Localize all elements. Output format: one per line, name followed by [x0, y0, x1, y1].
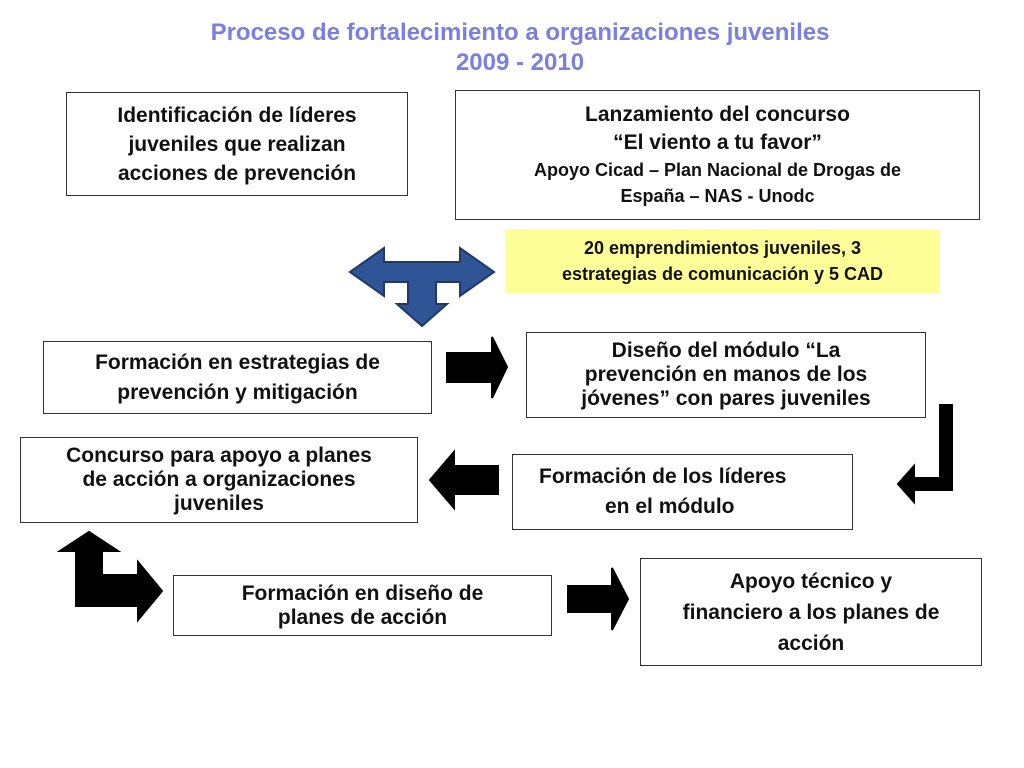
- t-junction-arrow-icon: [348, 246, 496, 328]
- left-arrow-icon: [428, 449, 499, 511]
- box-formacion-estrategias-line-2: prevención y mitigación: [117, 380, 358, 404]
- box-apoyo-tecnico-line-3: acción: [777, 631, 845, 655]
- box-formacion-lideres-line-1: Formación de los líderes: [539, 465, 787, 488]
- box-emprendimientos-line-1: 20 emprendimientos juveniles, 3: [583, 238, 862, 258]
- box-concurso-apoyo: Concurso para apoyo a planes de acción a…: [20, 437, 418, 523]
- box-emprendimientos-line-2: estrategias de comunicación y 5 CAD: [561, 264, 884, 284]
- box-identificacion-line-1: Identificación de líderes: [117, 103, 357, 127]
- curved-return-arrow-icon: [896, 404, 953, 505]
- box-lanzamiento-line-4: España – NAS - Unodc: [620, 186, 815, 206]
- box-diseno-modulo: Diseño del módulo “La prevención en mano…: [526, 332, 926, 418]
- title-line-1: Proceso de fortalecimiento a organizacio…: [210, 19, 830, 46]
- box-concurso-apoyo-line-1: Concurso para apoyo a planes: [66, 444, 372, 467]
- box-concurso-apoyo-line-2: de acción a organizaciones: [82, 468, 356, 491]
- box-diseno-modulo-line-1: Diseño del módulo “La: [611, 339, 841, 362]
- box-apoyo-tecnico: Apoyo técnico y financiero a los planes …: [640, 558, 982, 666]
- box-lanzamiento-concurso: Lanzamiento del concurso “El viento a tu…: [455, 90, 980, 220]
- right-arrow-icon: [446, 336, 509, 399]
- box-formacion-diseno-line-1: Formación en diseño de: [241, 581, 484, 605]
- box-formacion-estrategias-line-1: Formación en estrategias de: [95, 350, 380, 374]
- diagram-title: Proceso de fortalecimiento a organizacio…: [80, 18, 960, 78]
- box-lanzamiento-line-3: Apoyo Cicad – Plan Nacional de Drogas de: [533, 160, 902, 180]
- box-diseno-modulo-line-3: jóvenes” con pares juveniles: [581, 387, 871, 410]
- box-lanzamiento-line-2: “El viento a tu favor”: [613, 131, 822, 154]
- box-formacion-lideres: Formación de los líderes en el módulo: [512, 454, 853, 530]
- box-apoyo-tecnico-line-1: Apoyo técnico y: [729, 569, 893, 593]
- right-arrow-icon: [567, 567, 630, 631]
- box-formacion-diseno-line-2: planes de acción: [277, 605, 448, 629]
- box-lanzamiento-line-1: Lanzamiento del concurso: [585, 103, 850, 126]
- box-emprendimientos: 20 emprendimientos juveniles, 3 estrateg…: [505, 229, 940, 293]
- box-concurso-apoyo-line-3: juveniles: [174, 492, 264, 515]
- box-apoyo-tecnico-line-2: financiero a los planes de: [682, 600, 940, 624]
- bent-arrow-icon: [56, 530, 164, 623]
- title-line-2: 2009 - 2010: [455, 49, 585, 76]
- box-identificacion-lideres: Identificación de líderes juveniles que …: [66, 92, 408, 196]
- box-identificacion-line-3: acciones de prevención: [117, 161, 357, 185]
- box-diseno-modulo-line-2: prevención en manos de los: [584, 363, 868, 386]
- box-formacion-estrategias: Formación en estrategias de prevención y…: [43, 341, 432, 414]
- box-identificacion-line-2: juveniles que realizan: [128, 132, 346, 156]
- box-formacion-diseno: Formación en diseño de planes de acción: [173, 575, 552, 636]
- box-formacion-lideres-line-2: en el módulo: [605, 495, 735, 518]
